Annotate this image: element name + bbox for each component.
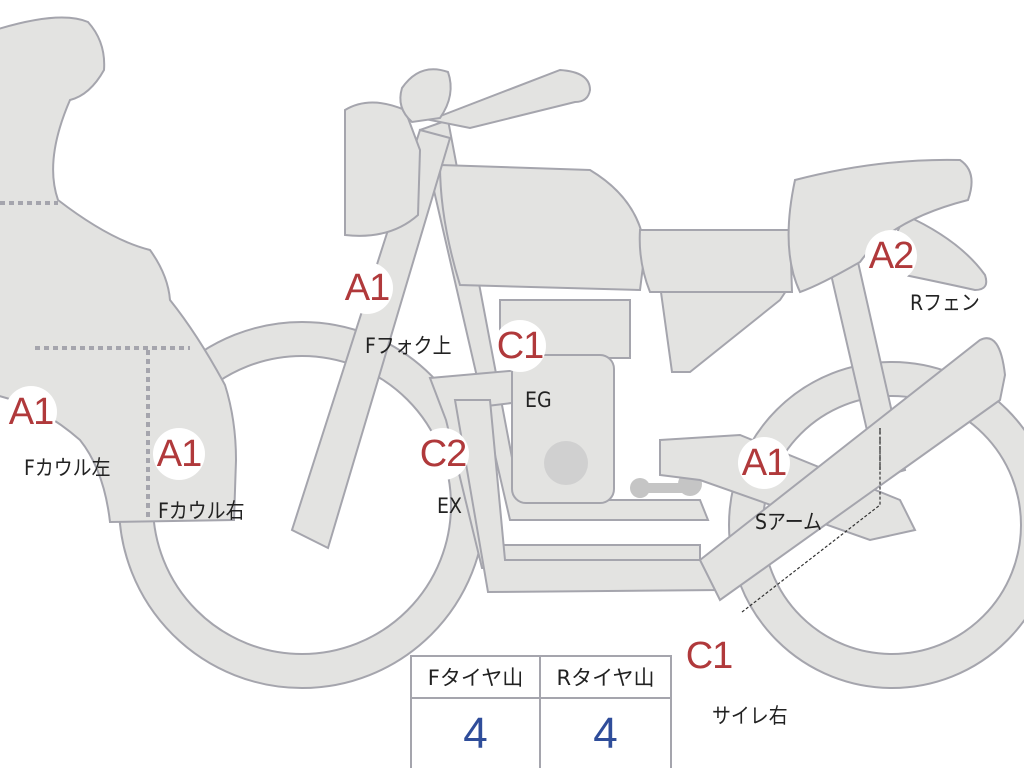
- front-tire-value: 4: [412, 699, 541, 768]
- rear-tire-value: 4: [593, 708, 618, 758]
- exhaust-label: EX: [437, 494, 462, 518]
- swingarm-grade-badge: A1: [738, 437, 790, 489]
- rear-tire-header: Rタイヤ山: [541, 657, 670, 699]
- f-cowl-left-label: Fカウル左: [24, 456, 111, 480]
- front-fork-shape: [290, 128, 452, 550]
- fuel-tank-shape: [438, 163, 647, 292]
- f-fork-upper-grade-badge: A1: [341, 262, 393, 314]
- silencer-right-grade-badge: C1: [683, 630, 735, 682]
- exhaust-grade-badge: C2: [417, 428, 469, 480]
- engine-case-shape: [511, 354, 615, 504]
- seat-front-shape: [638, 229, 794, 293]
- side-cover-shape: [658, 284, 792, 373]
- front-tire-header: Fタイヤ山: [412, 657, 541, 699]
- seat-rear-shape: [787, 158, 973, 294]
- swingarm-label: Sアーム: [755, 510, 823, 534]
- tire-tread-table: Fタイヤ山 Rタイヤ山 4 4: [410, 655, 672, 768]
- headlight-shape: [344, 101, 422, 237]
- f-cowl-right-label: Fカウル右: [158, 499, 245, 523]
- front-cowl-shape: [0, 16, 238, 524]
- f-cowl-left-grade-badge: A1: [5, 386, 57, 438]
- engine-label: EG: [525, 388, 552, 412]
- mirror-shape: [399, 68, 452, 124]
- f-fork-upper-label: Fフォク上: [365, 334, 452, 358]
- handlebar-shape: [426, 68, 592, 130]
- silencer-right-label: サイレ右: [712, 704, 788, 728]
- r-fender-label: Rフェン: [910, 291, 980, 315]
- f-cowl-right-grade-badge: A1: [153, 428, 205, 480]
- muffler-shape: [698, 337, 1007, 602]
- engine-grade-badge: C1: [494, 320, 546, 372]
- r-fender-grade-badge: A2: [865, 230, 917, 282]
